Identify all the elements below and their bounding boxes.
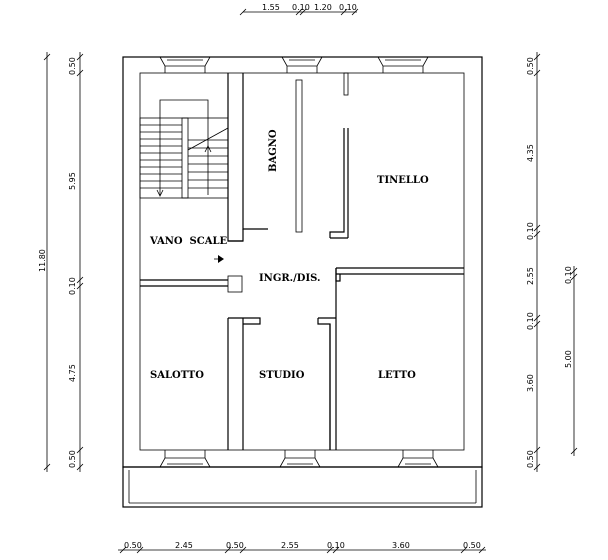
dim-left-3: 0.10: [68, 277, 77, 295]
room-label-salotto: SALOTTO: [150, 370, 204, 381]
outer-walls: [122, 56, 483, 468]
interior-walls: [140, 72, 464, 450]
dimension-left-total: 11.80: [38, 52, 51, 472]
dim-right-3: 0.10: [526, 222, 535, 240]
dim-bottom-7: 0.50: [463, 541, 481, 550]
dim-top-1: 1.55: [262, 3, 280, 12]
staircase: [139, 99, 229, 263]
dim-right-1: 0.50: [526, 57, 535, 75]
dim-right-7: 0.50: [526, 450, 535, 468]
room-label-vano-scale: VANO SCALE: [149, 236, 228, 247]
dimension-left: 0.50 5.95 0.10 4.75 0.50: [68, 52, 84, 472]
dim-top-2: 0.10: [292, 3, 310, 12]
dim-bottom-6: 3.60: [392, 541, 410, 550]
dim-right-2: 4.35: [526, 144, 535, 162]
balcony: [122, 466, 483, 508]
room-label-tinello: TINELLO: [377, 175, 429, 186]
dimension-bottom: 0.50 2.45 0.50 2.55 0.10 3.60 0.50: [118, 541, 486, 554]
room-label-ingresso: INGR./DIS.: [259, 273, 321, 284]
room-labels: BAGNO TINELLO VANO SCALE INGR./DIS. SALO…: [149, 129, 429, 381]
dim-bottom-5: 0.10: [327, 541, 345, 550]
dimension-top: 1.55 0.10 1.20 0.10: [239, 3, 359, 16]
dim-left-1: 0.50: [68, 57, 77, 75]
windows-top: [159, 56, 429, 73]
dim-right-4: 2.55: [526, 267, 535, 285]
dim-right-6: 3.60: [526, 374, 535, 392]
arrow-icon: [218, 255, 224, 263]
windows-bottom: [159, 450, 439, 468]
dim-top-3: 1.20: [314, 3, 332, 12]
dim-bottom-3: 0.50: [226, 541, 244, 550]
dim-left-2: 5.95: [68, 172, 77, 190]
dimension-right-outer: 0.10 5.00: [564, 266, 578, 456]
dim-left-4: 4.75: [68, 364, 77, 382]
dimension-right: 0.50 4.35 0.10 2.55 0.10 3.60 0.50: [526, 52, 541, 472]
dim-right-5: 0.10: [526, 312, 535, 330]
dim-bottom-2: 2.45: [175, 541, 193, 550]
room-label-bagno: BAGNO: [268, 129, 279, 172]
dim-right-outer-2: 5.00: [564, 350, 573, 368]
room-label-studio: STUDIO: [259, 370, 305, 381]
dim-left-total: 11.80: [38, 249, 47, 272]
dim-bottom-4: 2.55: [281, 541, 299, 550]
dim-left-5: 0.50: [68, 450, 77, 468]
dim-top-4: 0.10: [339, 3, 357, 12]
room-label-letto: LETTO: [378, 370, 416, 381]
dim-bottom-1: 0.50: [124, 541, 142, 550]
dim-right-outer-1: 0.10: [564, 266, 573, 284]
